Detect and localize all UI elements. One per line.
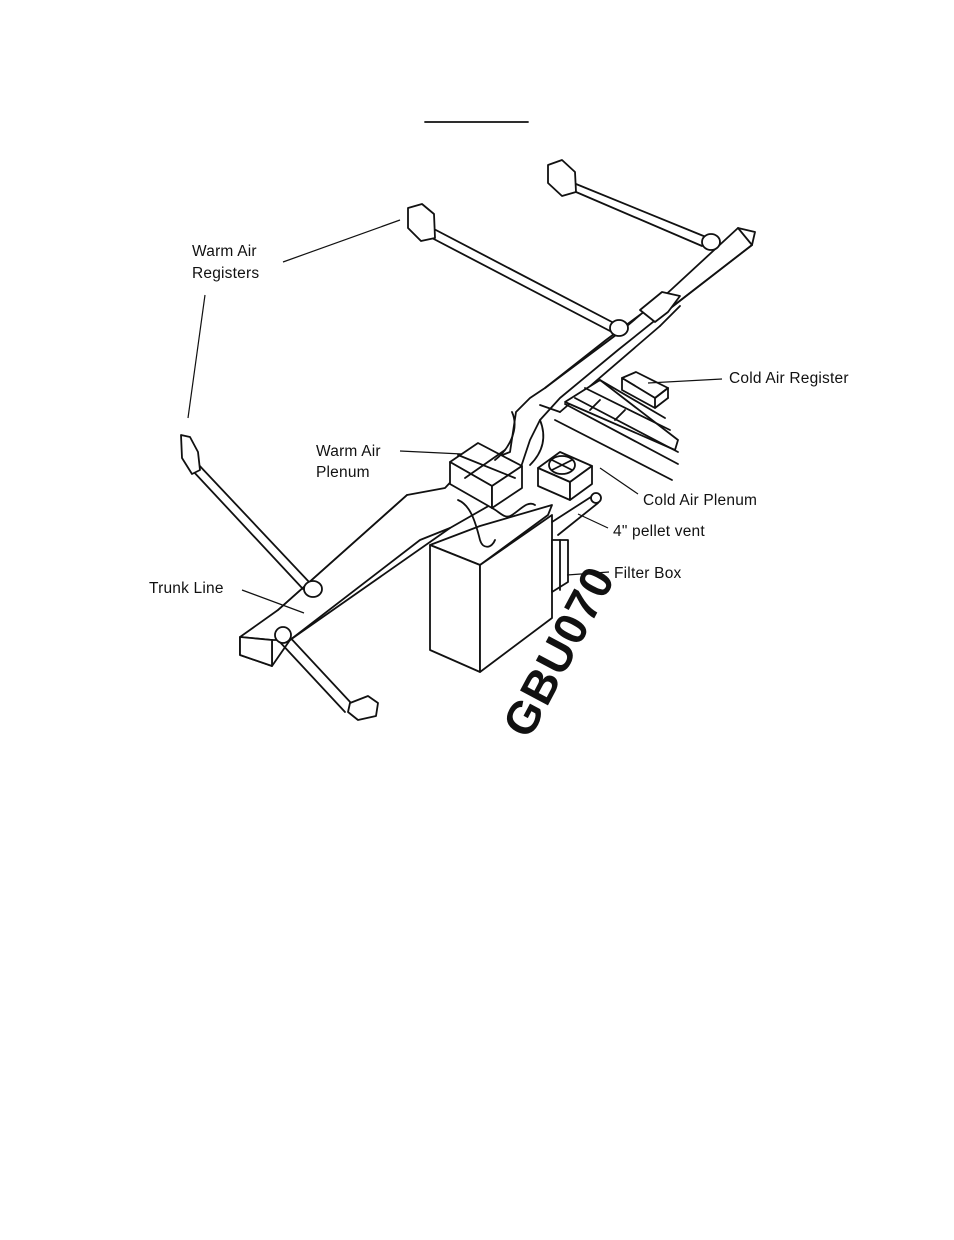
- warm-air-branch-bottom: [274, 626, 379, 721]
- cold-air-register-label: Cold Air Register: [729, 370, 849, 387]
- trunk-line-label: Trunk Line: [149, 580, 224, 597]
- cold-air-plenum-box: [537, 451, 593, 501]
- filter-box-label: Filter Box: [614, 565, 682, 582]
- leader-lines: [187, 219, 723, 614]
- pellet-vent-label: 4" pellet vent: [613, 523, 705, 540]
- cold-air-plenum-label: Cold Air Plenum: [643, 492, 758, 509]
- warm-air-branch-top-right: [547, 159, 721, 251]
- warm-air-branch-top: [407, 203, 629, 337]
- warm-air-plenum-label-line2: Plenum: [316, 464, 370, 481]
- cold-air-return-ducts: [554, 371, 679, 481]
- warm-air-branch-left: [180, 434, 323, 598]
- warm-air-plenum-label-line1: Warm Air: [316, 443, 381, 460]
- trunk-line-duct: [239, 227, 756, 667]
- warm-air-registers-label-line2: Registers: [192, 265, 260, 282]
- warm-air-plenum-box: [449, 411, 545, 548]
- furnace-cabinet: [429, 492, 602, 673]
- warm-air-registers-label-line1: Warm Air: [192, 243, 257, 260]
